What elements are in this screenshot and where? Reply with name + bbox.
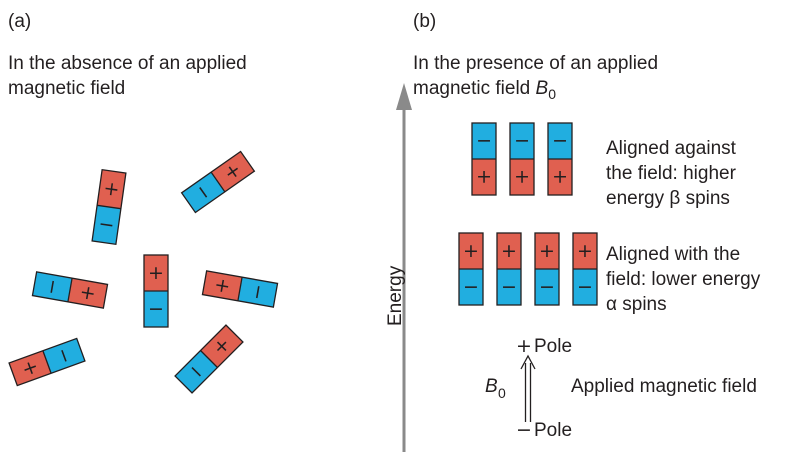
south-pole-sign: −: [476, 130, 492, 152]
field-symbol: B: [485, 376, 498, 397]
south-pole-sign: −: [577, 276, 593, 298]
north-pole-sign: +: [476, 166, 492, 188]
field-direction-arrow: [520, 354, 536, 422]
minus-pole-sign: −: [516, 419, 532, 441]
north-pole-sign: +: [76, 283, 100, 303]
random-spin-magnet: +−: [143, 254, 169, 328]
panel-b-caption-line2: magnetic field B0: [413, 77, 556, 102]
energy-axis: [396, 83, 412, 452]
panel-a-caption-line1: In the absence of an applied: [8, 53, 247, 74]
alpha-spins-group: +−+−+−+−: [458, 232, 598, 306]
minus-pole-label: Pole: [534, 420, 572, 441]
random-spins-group: +−+−+−+−+−+−+−: [8, 150, 279, 394]
south-pole-sign: −: [539, 276, 555, 298]
plus-pole-label: Pole: [534, 336, 572, 357]
beta-spin-magnet: +−: [471, 122, 497, 196]
alpha-description: Aligned with the field: lower energy α s…: [606, 244, 765, 315]
south-pole-sign: −: [514, 130, 530, 152]
random-spin-magnet: +−: [174, 324, 244, 394]
energy-axis-label: Energy: [385, 265, 406, 326]
panel-b-caption-line1: In the presence of an applied: [413, 53, 659, 74]
random-spin-magnet: +−: [91, 169, 127, 245]
random-spin-magnet: +−: [8, 337, 86, 387]
beta-spin-magnet: +−: [509, 122, 535, 196]
field-symbol-b: B: [535, 78, 549, 99]
south-pole-sign: −: [97, 213, 116, 237]
beta-description: Aligned against the field: higher energy…: [606, 138, 741, 209]
north-pole-sign: +: [463, 240, 479, 262]
alpha-spin-magnet: +−: [458, 232, 484, 306]
panel-a-label: (a): [8, 11, 32, 32]
south-pole-sign: −: [148, 298, 164, 320]
beta-spin-magnet: +−: [547, 122, 573, 196]
field-symbol-subscript: 0: [548, 86, 556, 102]
random-spin-magnet: +−: [201, 270, 279, 308]
plus-pole-sign: +: [516, 335, 532, 357]
alpha-spin-magnet: +−: [534, 232, 560, 306]
beta-spins-group: +−+−+−: [471, 122, 573, 196]
south-pole-sign: −: [51, 345, 77, 367]
north-pole-sign: +: [210, 276, 234, 296]
panel-b-label: (b): [413, 11, 437, 32]
north-pole-sign: +: [102, 177, 121, 201]
north-pole-sign: +: [148, 262, 164, 284]
random-spin-magnet: +−: [31, 271, 109, 309]
south-pole-sign: −: [463, 276, 479, 298]
beta-description-line3: energy β spins: [606, 188, 730, 209]
south-pole-sign: −: [552, 130, 568, 152]
beta-description-line2: the field: higher: [606, 163, 737, 184]
panel-a-caption-line2: magnetic field: [8, 78, 126, 99]
north-pole-sign: +: [539, 240, 555, 262]
south-pole-sign: −: [40, 277, 64, 297]
south-pole-sign: −: [246, 282, 270, 302]
field-symbol-subscript: 0: [498, 385, 506, 401]
north-pole-sign: +: [514, 166, 530, 188]
north-pole-sign: +: [552, 166, 568, 188]
alpha-description-line3: α spins: [606, 294, 667, 315]
north-pole-sign: +: [577, 240, 593, 262]
alpha-spin-magnet: +−: [572, 232, 598, 306]
north-pole-sign: +: [501, 240, 517, 262]
alpha-description-line2: field: lower energy: [606, 269, 761, 290]
panel-b-caption-line2-text: magnetic field: [413, 78, 536, 99]
random-spin-magnet: +−: [180, 150, 256, 214]
north-pole-sign: +: [17, 357, 43, 379]
south-pole-sign: −: [501, 276, 517, 298]
applied-field-label: Applied magnetic field: [571, 376, 757, 397]
alpha-spin-magnet: +−: [496, 232, 522, 306]
alpha-description-line1: Aligned with the: [606, 244, 740, 265]
beta-description-line1: Aligned against: [606, 138, 737, 159]
